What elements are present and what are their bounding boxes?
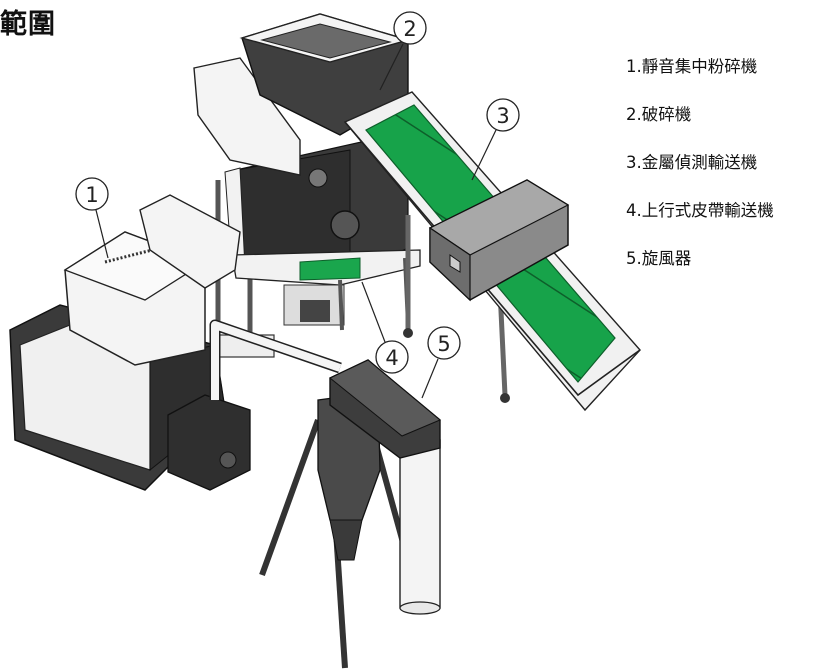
callout-2-label: 2 (403, 17, 416, 41)
cyclone-separator (259, 359, 441, 669)
callout-3: 3 (471, 98, 520, 181)
legend-item-incline-belt-conveyor: 4.上行式皮帶輸送機 (626, 201, 774, 220)
legend-item-crusher: 2.破碎機 (626, 105, 692, 124)
callout-1-label: 1 (85, 183, 98, 207)
callout-5: 5 (421, 326, 461, 399)
callout-4-label: 4 (385, 346, 398, 370)
legend-item-cyclone: 5.旋風器 (626, 249, 692, 268)
legend-item-metal-detector-conveyor: 3.金屬偵測輸送機 (626, 153, 758, 172)
transfer-pipe (209, 319, 342, 400)
legend-list: 1.靜音集中粉碎機 2.破碎機 3.金屬偵測輸送機 4.上行式皮帶輸送機 5.旋… (626, 54, 774, 294)
incline-belt-conveyor (231, 249, 421, 331)
callout-3-label: 3 (496, 104, 509, 128)
crusher-machine (193, 13, 411, 358)
page-title: 範圍 (0, 9, 56, 40)
callout-2: 2 (379, 11, 427, 91)
legend-item-silent-granulator: 1.靜音集中粉碎機 (626, 57, 758, 76)
callout-5-label: 5 (437, 332, 450, 356)
metal-detector-conveyor (343, 91, 641, 412)
silent-granulator (9, 194, 251, 491)
callout-4: 4 (361, 281, 409, 374)
callout-1: 1 (75, 177, 109, 259)
